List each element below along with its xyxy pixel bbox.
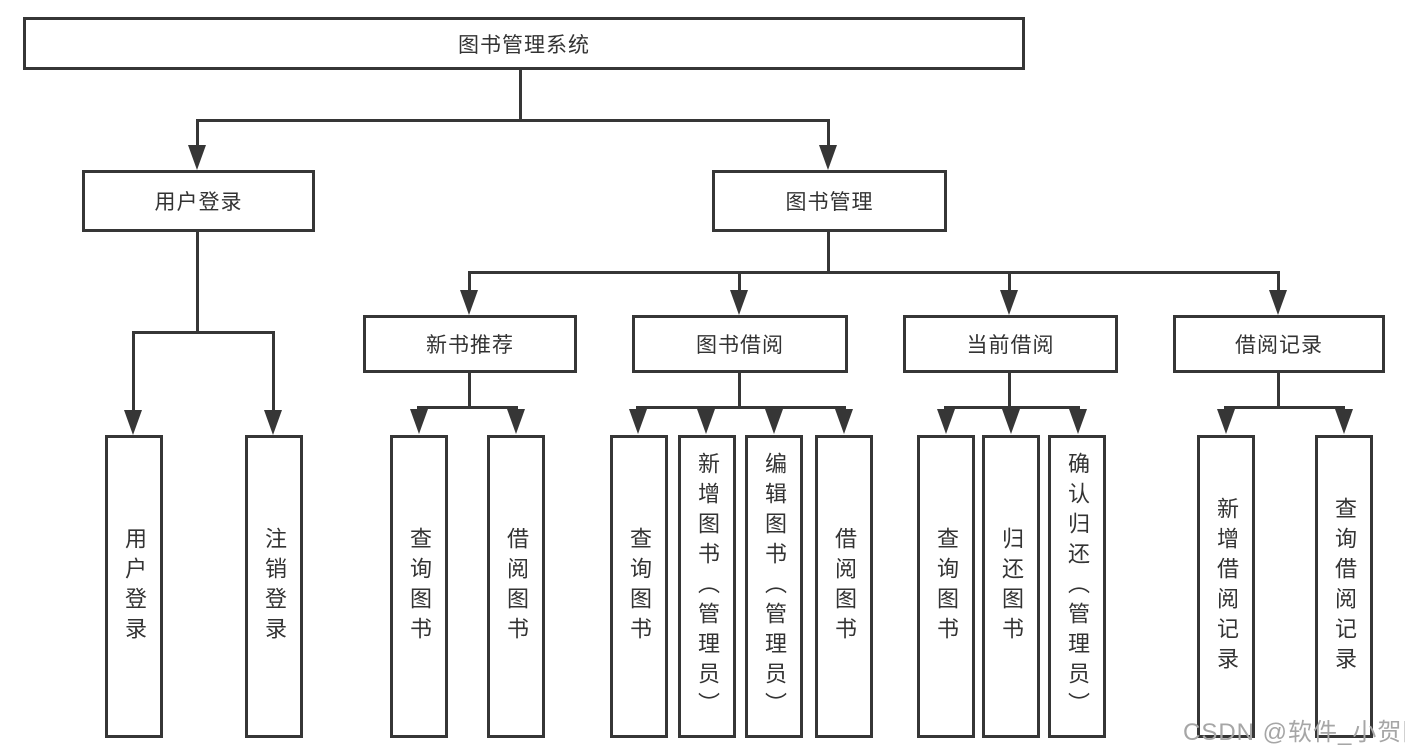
connector-drop-leaf-login: [132, 333, 135, 412]
csdn-watermark: CSDN @软件_小贺同学: [1183, 719, 1405, 746]
arrow-down-icon: [264, 410, 282, 435]
connector-drop-records: [1277, 273, 1280, 293]
arrow-down-icon: [1335, 409, 1353, 434]
leaf-user-login: 用户登录: [105, 435, 163, 738]
connector-borrow-stem: [738, 373, 741, 409]
leaf-current-confirm-return-admin: 确认归还（管理员）: [1048, 435, 1106, 738]
connector-records-stem: [1277, 373, 1280, 409]
node-book-borrow: 图书借阅: [632, 315, 848, 373]
arrow-down-icon: [124, 410, 142, 435]
leaf-recommend-borrow-books: 借阅图书: [487, 435, 545, 738]
arrow-down-icon: [765, 409, 783, 434]
leaf-records-add-record: 新增借阅记录: [1197, 435, 1255, 738]
connector-drop-leaf-logout: [272, 333, 275, 412]
connector-drop-book-management: [827, 121, 830, 149]
connector-bookmgmt-bus: [468, 271, 1280, 274]
arrow-down-icon: [410, 409, 428, 434]
connector-records-bus: [1224, 406, 1345, 409]
connector-recommend-bus: [417, 406, 518, 409]
arrow-down-icon: [1002, 409, 1020, 434]
arrow-down-icon: [1069, 409, 1087, 434]
arrow-down-icon: [697, 409, 715, 434]
leaf-recommend-query-books: 查询图书: [390, 435, 448, 738]
node-new-book-recommend: 新书推荐: [363, 315, 577, 373]
connector-borrow-bus: [636, 406, 846, 409]
arrow-down-icon: [507, 409, 525, 434]
connector-current-bus: [944, 406, 1080, 409]
arrow-down-icon: [1000, 290, 1018, 315]
arrow-down-icon: [819, 145, 837, 170]
connector-drop-borrow: [738, 273, 741, 293]
connector-recommend-stem: [468, 373, 471, 409]
leaf-records-query-record: 查询借阅记录: [1315, 435, 1373, 738]
leaf-borrow-add-books-admin: 新增图书（管理员）: [678, 435, 736, 738]
arrow-down-icon: [629, 409, 647, 434]
leaf-logout: 注销登录: [245, 435, 303, 738]
leaf-borrow-edit-books-admin: 编辑图书（管理员）: [745, 435, 803, 738]
connector-root-stem: [519, 70, 522, 120]
arrow-down-icon: [835, 409, 853, 434]
node-borrow-records: 借阅记录: [1173, 315, 1385, 373]
leaf-current-query-books: 查询图书: [917, 435, 975, 738]
connector-current-stem: [1008, 373, 1011, 409]
connector-bookmgmt-stem: [827, 232, 830, 274]
connector-drop-recommend: [468, 273, 471, 293]
arrow-down-icon: [188, 145, 206, 170]
arrow-down-icon: [460, 290, 478, 315]
arrow-down-icon: [1217, 409, 1235, 434]
arrow-down-icon: [937, 409, 955, 434]
leaf-borrow-query-books: 查询图书: [610, 435, 668, 738]
arrow-down-icon: [730, 290, 748, 315]
connector-drop-user-login: [196, 121, 199, 149]
connector-root-bus: [196, 119, 830, 122]
leaf-current-return-books: 归还图书: [982, 435, 1040, 738]
node-current-borrow: 当前借阅: [903, 315, 1118, 373]
connector-userlogin-bus: [132, 331, 275, 334]
connector-userlogin-stem: [196, 232, 199, 334]
leaf-borrow-borrow-books: 借阅图书: [815, 435, 873, 738]
arrow-down-icon: [1269, 290, 1287, 315]
connector-drop-current: [1008, 273, 1011, 293]
node-user-login: 用户登录: [82, 170, 315, 232]
node-root-system: 图书管理系统: [23, 17, 1025, 70]
node-book-management: 图书管理: [712, 170, 947, 232]
